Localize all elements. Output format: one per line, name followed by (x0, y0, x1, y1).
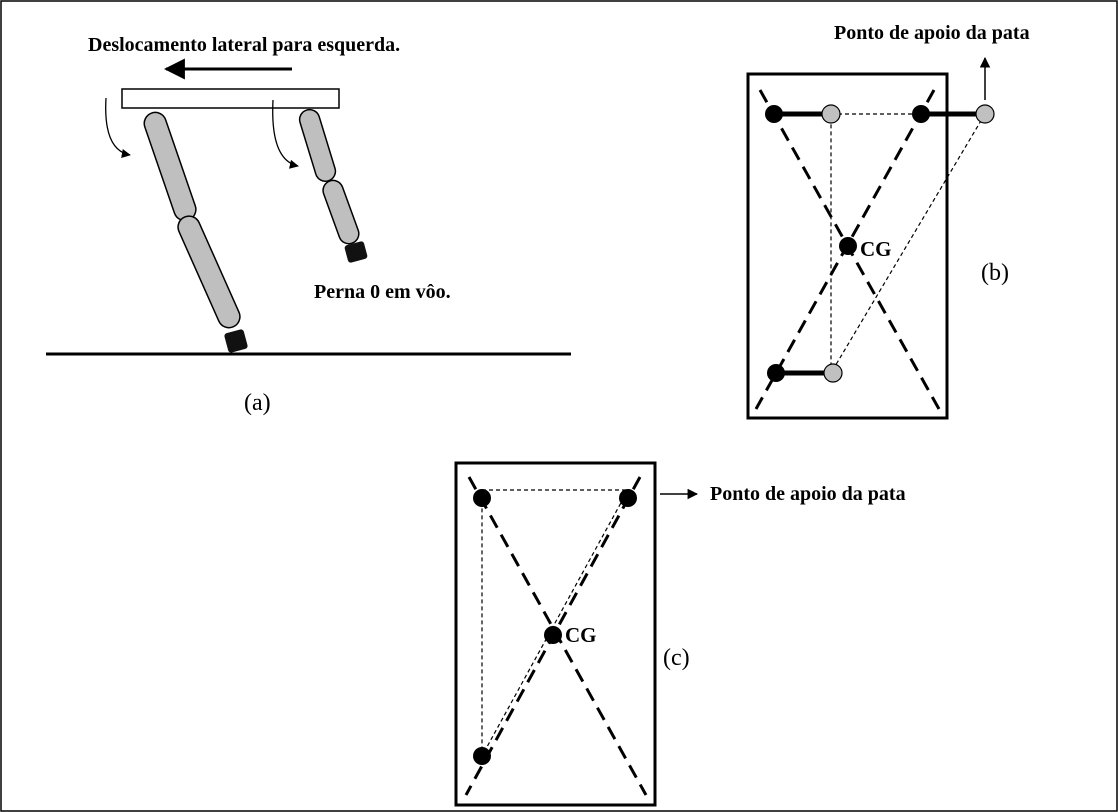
panel-b-annotation: Ponto de apoio da pata (834, 22, 1030, 44)
panel-a-caption: (a) (244, 390, 271, 416)
support-leg (143, 111, 248, 353)
foot-new-3 (823, 363, 843, 383)
foot-old-3 (767, 364, 785, 382)
support-leg-foot (224, 329, 248, 353)
cg-point-b (839, 237, 857, 255)
support-leg-upper (143, 111, 197, 222)
body-outline-c (454, 461, 657, 807)
support-leg-lower (177, 215, 241, 329)
support-polygon-b (830, 113, 987, 376)
swing-leg-foot (344, 241, 368, 263)
swing-leg-lower (322, 179, 360, 245)
panel-b-caption: (b) (981, 260, 1009, 286)
foot-new-2 (975, 104, 995, 124)
swing-leg (298, 108, 368, 263)
swing-leg-label: Perna 0 em vôo. (314, 281, 451, 303)
foot-c-3 (473, 747, 491, 765)
panel-c: CG Ponto de apoio da pata (c) (454, 461, 906, 807)
robot-body (121, 88, 340, 109)
foot-old-1 (765, 105, 783, 123)
body-outline-b (746, 72, 949, 420)
panel-a: Deslocamento lateral para esquerda. Pern… (46, 34, 571, 416)
foot-c-1 (473, 489, 491, 507)
cg-point-c (544, 626, 562, 644)
foot-new-1 (821, 104, 841, 124)
cg-label-b: CG (860, 237, 892, 261)
cg-label-c: CG (565, 623, 597, 647)
panel-a-title: Deslocamento lateral para esquerda. (88, 34, 400, 56)
swing-leg-upper (298, 108, 337, 182)
support-polygon-c (481, 489, 630, 757)
foot-c-2 (619, 489, 637, 507)
panel-c-caption: (c) (663, 645, 690, 671)
foot-old-2 (912, 105, 930, 123)
panel-c-annotation: Ponto de apoio da pata (710, 483, 906, 505)
rotation-arrow-left (105, 97, 131, 158)
panel-b: Ponto de apoio da pata CG (b) (746, 22, 1030, 420)
rotation-arrow-right (272, 99, 299, 169)
